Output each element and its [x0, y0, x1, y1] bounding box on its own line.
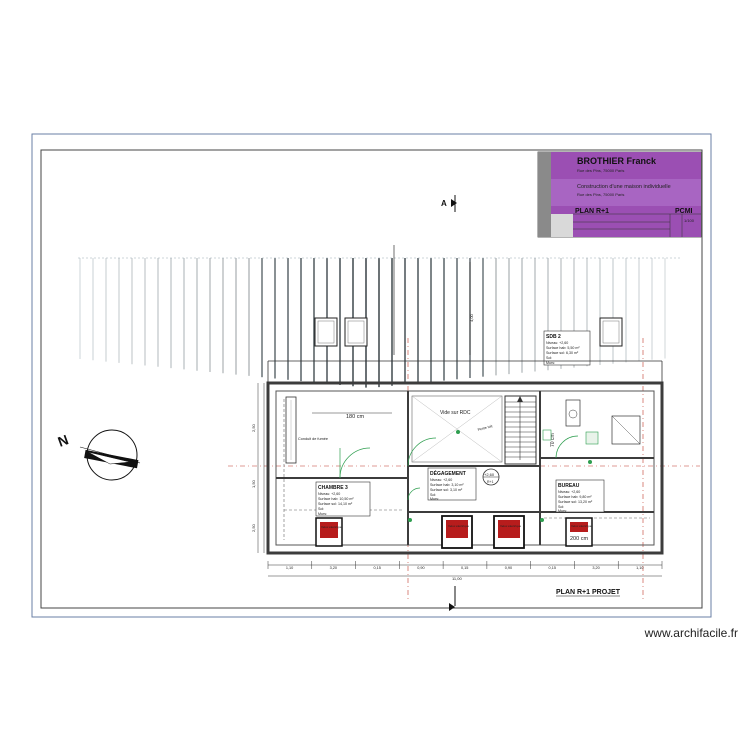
upper-height-dimension: 4,00	[393, 245, 474, 355]
svg-text:Sol:: Sol:	[430, 493, 436, 497]
sheet-title: PLAN R+1	[575, 208, 609, 215]
roof-rafters	[79, 258, 666, 388]
bed-dimension: 180 cm	[312, 412, 392, 420]
level-sub: R+1	[487, 480, 494, 484]
svg-text:Niveau: +2,60: Niveau: +2,60	[318, 492, 340, 496]
desk-dim-text: 200 cm	[570, 536, 588, 542]
dimension-label: 0,15	[373, 566, 380, 570]
outer-frame	[31, 133, 712, 618]
stairwell-void: Vide sur RDC Pente toit	[411, 395, 503, 463]
project-title: Construction d'une maison individuelle	[577, 184, 671, 190]
svg-text:Surface sol: 3,10 m²: Surface sol: 3,10 m²	[430, 488, 463, 492]
svg-text:1,50: 1,50	[251, 479, 256, 488]
svg-text:Velux électrique: Velux électrique	[571, 524, 593, 528]
svg-text:CHAMBRE 3: CHAMBRE 3	[318, 485, 348, 491]
chimney: Conduit de fumée	[285, 396, 328, 464]
interior-walls	[276, 391, 654, 545]
svg-text:BUREAU: BUREAU	[558, 483, 580, 489]
owner-address: Rue des Pins, 75000 Paris	[577, 168, 624, 173]
logo-box	[551, 214, 573, 237]
svg-text:DÉGAGEMENT: DÉGAGEMENT	[430, 469, 466, 477]
section-letter: A	[441, 199, 447, 208]
staircase	[504, 395, 537, 465]
bottom-dimension-chain: 1,10 3,20 0,15 0,90 0,15 0,90 0,15 3,20 1,10 11,…	[267, 561, 663, 581]
project-address: Rue des Pins, 75000 Paris	[577, 192, 624, 197]
title-project-band	[538, 179, 701, 206]
bottom-total: 11,00	[452, 576, 462, 581]
dimension-label: 1,10	[636, 566, 643, 570]
door-markers	[408, 430, 592, 522]
room-label-chambre3: CHAMBRE 3 Niveau: +2,60 Surface hab: 10,…	[315, 481, 371, 517]
level-marker: +2,60 R+1	[482, 468, 500, 486]
section-marker-top: A	[441, 195, 457, 212]
dimension-label: 3,20	[330, 566, 337, 570]
title-side-strip	[538, 152, 551, 237]
velux-windows: Velux électrique Velux électrique Velux …	[315, 515, 593, 549]
inner-frame	[40, 149, 703, 609]
sheet-scale: 1/100	[684, 218, 695, 223]
svg-text:Velux électrique: Velux électrique	[448, 524, 470, 528]
bed-dim-text: 180 cm	[346, 414, 364, 420]
svg-text:Surface hab: 10,50 m²: Surface hab: 10,50 m²	[318, 497, 354, 501]
dimension-label: 0,15	[549, 566, 556, 570]
dimension-label: 1,10	[286, 566, 293, 570]
owner-name: BROTHIER Franck	[577, 156, 657, 166]
upper-height-text: 4,00	[469, 313, 474, 322]
dimension-label: 0,90	[505, 566, 512, 570]
svg-text:Murs:: Murs:	[318, 512, 327, 516]
roof-windows-upper	[314, 317, 623, 347]
left-dimension-chain: 2,50 1,50 2,50	[251, 383, 265, 553]
bath-dim-text: 70 cm	[550, 433, 556, 447]
room-label-bureau: BUREAU Niveau: +2,60 Surface hab: 9,80 m…	[555, 479, 605, 513]
north-letter: N	[56, 431, 71, 449]
section-marker-bottom	[449, 586, 456, 611]
svg-text:Velux électrique: Velux électrique	[321, 525, 343, 529]
svg-text:Niveau: +2,60: Niveau: +2,60	[558, 490, 580, 494]
svg-text:Sol:: Sol:	[558, 505, 564, 509]
north-arrow: N	[56, 429, 141, 481]
svg-text:Surface hab: 5,50 m²: Surface hab: 5,50 m²	[546, 346, 580, 350]
svg-text:Surface hab: 9,80 m²: Surface hab: 9,80 m²	[558, 495, 592, 499]
svg-text:Surface sol: 14,10 m²: Surface sol: 14,10 m²	[318, 502, 353, 506]
svg-text:Murs:: Murs:	[430, 497, 439, 501]
site-credit[interactable]: www.archifacile.fr	[644, 626, 738, 640]
plan-label: PLAN R+1 PROJET	[556, 589, 621, 596]
roof-slope-label: Pente toit	[477, 424, 493, 432]
title-owner-band	[538, 152, 701, 179]
plan-title: PLAN R+1 PROJET	[556, 589, 621, 597]
velux-window-3: Velux électrique	[493, 515, 525, 549]
svg-text:Surface hab: 3,10 m²: Surface hab: 3,10 m²	[430, 483, 464, 487]
svg-text:Sol:: Sol:	[546, 356, 552, 360]
room-label-sdb2: SDB 2 Niveau: +2,60 Surface hab: 5,50 m²…	[543, 330, 591, 366]
chimney-label: Conduit de fumée	[298, 437, 328, 441]
svg-text:Niveau: +2,60: Niveau: +2,60	[546, 341, 568, 345]
room-label-degagement: DÉGAGEMENT Niveau: +2,60 Surface hab: 3,…	[427, 467, 477, 501]
sheet-code: PCMI	[675, 208, 693, 215]
svg-text:2,50: 2,50	[251, 423, 256, 432]
room-name: SDB 2	[546, 334, 561, 340]
velux-window-2: Velux électrique	[441, 515, 473, 549]
svg-text:Murs:: Murs:	[558, 509, 567, 513]
velux-window-4: Velux électrique 200 cm	[565, 517, 593, 547]
velux-window-1: Velux électrique	[315, 517, 343, 547]
door-swings	[339, 435, 579, 501]
dimension-label: 0,90	[417, 566, 424, 570]
svg-text:Niveau: +2,60: Niveau: +2,60	[430, 478, 452, 482]
svg-text:Surface sol: 13,20 m²: Surface sol: 13,20 m²	[558, 500, 593, 504]
svg-text:2,50: 2,50	[251, 523, 256, 532]
level-value: +2,60	[484, 472, 495, 477]
svg-text:Murs:: Murs:	[546, 361, 555, 365]
svg-text:Surface sol: 6,30 m²: Surface sol: 6,30 m²	[546, 351, 579, 355]
dimension-label: 3,20	[592, 566, 599, 570]
svg-text:Sol:: Sol:	[318, 507, 324, 511]
dimension-label: 0,15	[461, 566, 468, 570]
void-label: Vide sur RDC	[440, 410, 471, 416]
title-block: BROTHIER Franck Rue des Pins, 75000 Pari…	[537, 151, 702, 238]
bathroom-fixtures: 70 cm	[542, 399, 641, 447]
svg-text:Velux électrique: Velux électrique	[500, 524, 522, 528]
